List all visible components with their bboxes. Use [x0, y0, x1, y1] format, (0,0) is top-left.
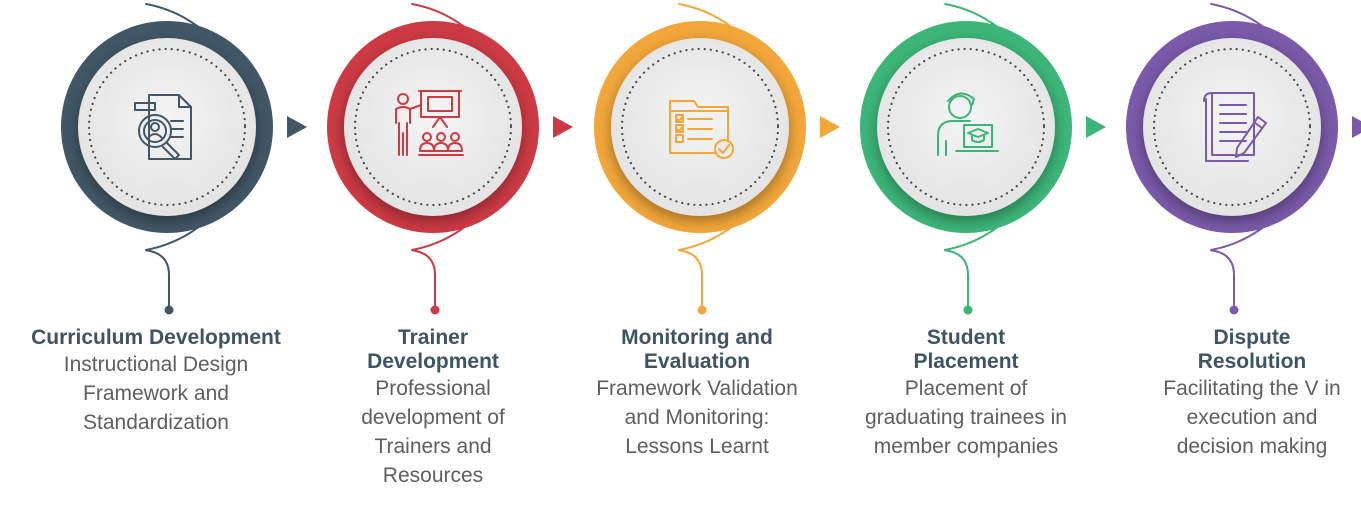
step-pointer-arrow	[553, 116, 573, 138]
graduate-laptop-icon	[937, 92, 999, 156]
step-connector-line	[1210, 249, 1235, 308]
step-description-line: member companies	[873, 435, 1059, 458]
document-pen-icon	[1203, 92, 1267, 162]
presentation-trainer-icon	[395, 90, 464, 156]
step-dot	[963, 305, 973, 315]
step-curriculum	[61, 2, 307, 315]
step-dotted-ring	[1152, 47, 1312, 207]
step-dot	[697, 305, 707, 315]
step-description-line: development of	[361, 406, 505, 429]
step-description-line: decision making	[1176, 435, 1328, 458]
step-description: Framework Validation and Monitoring: Lesso…	[562, 374, 832, 461]
step-title-line: Trainer	[397, 326, 469, 349]
step-disc	[78, 38, 256, 216]
step-description-line: Trainers and	[374, 435, 492, 458]
checklist-folder-icon	[669, 100, 734, 159]
step-title-line: Development	[367, 350, 499, 373]
step-title: Curriculum Development	[21, 326, 291, 350]
step-title-line: Student	[926, 326, 1006, 349]
step-pointer-arrow	[287, 116, 307, 138]
step-connector-line	[411, 249, 436, 308]
step-description-line: Professional	[375, 377, 491, 400]
step-trainer	[327, 2, 573, 315]
step-connector-line	[145, 249, 170, 308]
step-dotted-ring	[87, 47, 247, 207]
step-description-line: Resources	[382, 464, 484, 487]
step-dot	[1229, 305, 1239, 315]
step-placement	[860, 2, 1106, 315]
step-dot	[164, 305, 174, 315]
document-search-icon	[134, 94, 192, 160]
step-title-line: Dispute	[1213, 326, 1291, 349]
step-description: Placement of graduating trainees in member…	[831, 374, 1101, 461]
step-title-line: Curriculum Development	[31, 326, 281, 349]
step-dotted-ring	[886, 47, 1046, 207]
step-disc	[611, 38, 789, 216]
step-description-line: Standardization	[83, 411, 229, 434]
step-description-line: and Monitoring:	[624, 406, 770, 429]
step-pointer-arrow	[1352, 116, 1361, 138]
step-description-line: graduating trainees in	[865, 406, 1067, 429]
step-disc	[1143, 38, 1321, 216]
step-description-line: Framework Validation	[596, 377, 798, 400]
step-dot	[430, 305, 440, 315]
step-description-line: Framework and	[83, 382, 229, 405]
step-title-line: Placement	[913, 350, 1019, 373]
step-pointer-arrow	[1086, 116, 1106, 138]
step-title-line: Resolution	[1197, 350, 1307, 373]
step-description-line: execution and	[1186, 406, 1318, 429]
step-monitoring	[594, 2, 840, 315]
step-dotted-ring	[353, 47, 513, 207]
step-description-line: Placement of	[904, 377, 1028, 400]
step-connector-line	[944, 249, 969, 308]
step-pointer-arrow	[820, 116, 840, 138]
step-disc	[877, 38, 1055, 216]
step-description: Facilitating the V in execution and decisi…	[1117, 374, 1361, 461]
step-dispute	[1126, 2, 1361, 315]
step-connector-line	[678, 249, 703, 308]
step-title-line: Evaluation	[643, 350, 751, 373]
step-description-line: Lessons Learnt	[625, 435, 769, 458]
step-description-line: Facilitating the V in	[1163, 377, 1341, 400]
step-description-line: Instructional Design	[63, 353, 249, 376]
step-title-line: Monitoring and	[621, 326, 773, 349]
step-dotted-ring	[620, 47, 780, 207]
